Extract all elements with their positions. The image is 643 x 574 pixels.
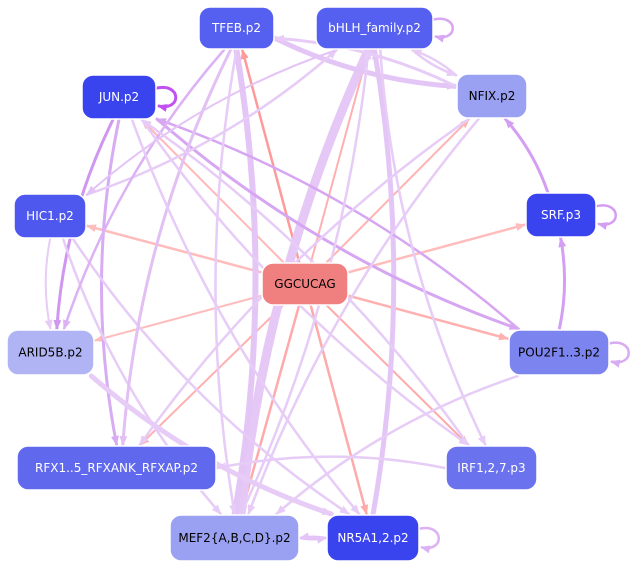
edge-center-to-pou2f (347, 294, 510, 341)
edge-bhlh-to-irf (379, 48, 487, 447)
node-center[interactable]: GGCUCAG (261, 262, 349, 306)
edge-tfeb-to-nfix (272, 35, 459, 90)
node-arid5b[interactable]: ARID5B.p2 (6, 329, 95, 376)
node-label-pou2f: POU2F1..3.p2 (518, 346, 600, 360)
self-loop-nr5a (418, 526, 440, 554)
edge-mef2-to-nr5a (298, 535, 328, 544)
node-label-bhlh: bHLH_family.p2 (328, 21, 421, 35)
node-srf[interactable]: SRF.p3 (525, 192, 597, 238)
node-label-nr5a: NR5A1,2.p2 (337, 531, 408, 545)
node-label-mef2: MEF2{A,B,C,D}.p2 (178, 531, 290, 545)
node-rfx[interactable]: RFX1..5_RFXANK_RFXAP.p2 (16, 445, 217, 491)
edge-hic1-to-bhlh (85, 48, 338, 196)
node-label-jun: JUN.p2 (98, 90, 139, 104)
node-pou2f[interactable]: POU2F1..3.p2 (508, 329, 610, 376)
node-box-bhlh (315, 6, 434, 50)
node-label-tfeb: TFEB.p2 (211, 21, 261, 35)
node-label-rfx: RFX1..5_RFXANK_RFXAP.p2 (35, 461, 198, 475)
edge-irf-to-rfx (215, 455, 447, 471)
edge-center-to-jun (140, 119, 285, 263)
node-tfeb[interactable]: TFEB.p2 (198, 6, 275, 50)
edge-nfix-to-mef2 (247, 117, 480, 516)
edge-pou2f-to-mef2 (275, 374, 520, 516)
node-label-nfix: NFIX.p2 (469, 89, 516, 103)
node-label-hic1: HIC1.p2 (26, 209, 74, 223)
node-box-rfx (16, 445, 217, 491)
edge-center-to-nr5a (309, 304, 369, 516)
node-box-arid5b (6, 329, 95, 376)
self-loop-jun (155, 85, 178, 112)
node-jun[interactable]: JUN.p2 (81, 74, 157, 120)
nodes-layer: GGCUCAG TFEB.p2 bHLH_family.p2 NFIX.p2 J… (6, 6, 610, 562)
edge-center-to-rfx (139, 305, 284, 446)
edge-tfeb-to-rfx (119, 48, 232, 447)
node-bhlh[interactable]: bHLH_family.p2 (315, 6, 434, 50)
edge-tfeb-to-arid5b (62, 48, 226, 331)
edge-center-to-srf (347, 223, 527, 274)
node-box-hic1 (13, 193, 87, 239)
node-label-center: GGCUCAG (274, 277, 335, 291)
edge-bhlh-to-hic1 (86, 49, 338, 196)
node-box-pou2f (508, 329, 610, 376)
node-box-irf (445, 445, 538, 491)
edge-hic1-to-arid5b (44, 238, 53, 330)
node-box-tfeb (198, 6, 275, 50)
edge-srf-to-nfix (503, 117, 550, 194)
node-box-nfix (456, 73, 528, 119)
edge-nr5a-to-bhlh (370, 47, 397, 517)
node-label-irf: IRF1,2,7.p3 (457, 461, 525, 475)
edge-center-to-hic1 (85, 224, 263, 274)
edge-hic1-to-nr5a (71, 237, 351, 516)
node-box-nr5a (326, 514, 420, 562)
self-loops-layer (155, 17, 630, 554)
node-mef2[interactable]: MEF2{A,B,C,D}.p2 (169, 514, 300, 562)
edge-jun-to-nr5a (130, 118, 361, 516)
node-label-arid5b: ARID5B.p2 (18, 346, 82, 360)
edge-pou2f-to-srf (557, 236, 567, 331)
self-loop-pou2f (608, 341, 630, 368)
node-hic1[interactable]: HIC1.p2 (13, 193, 87, 239)
edge-nfix-to-bhlh (411, 48, 458, 77)
edge-tfeb-to-mef2 (214, 48, 238, 516)
node-irf[interactable]: IRF1,2,7.p3 (445, 445, 538, 491)
node-box-srf (525, 192, 597, 238)
edge-center-to-bhlh (309, 49, 371, 263)
self-loop-srf (595, 204, 617, 230)
edge-jun-to-rfx (99, 118, 121, 447)
node-nfix[interactable]: NFIX.p2 (456, 73, 528, 119)
self-loop-bhlh (432, 17, 454, 43)
node-box-center (261, 262, 349, 306)
edge-center-to-irf (326, 305, 470, 446)
node-nr5a[interactable]: NR5A1,2.p2 (326, 514, 420, 562)
node-label-srf: SRF.p3 (541, 208, 581, 222)
node-box-jun (81, 74, 157, 120)
edge-jun-to-pou2f (155, 117, 521, 331)
edge-mef2-to-tfeb (231, 47, 259, 517)
edge-center-to-arid5b (94, 294, 262, 343)
node-box-mef2 (169, 514, 300, 562)
